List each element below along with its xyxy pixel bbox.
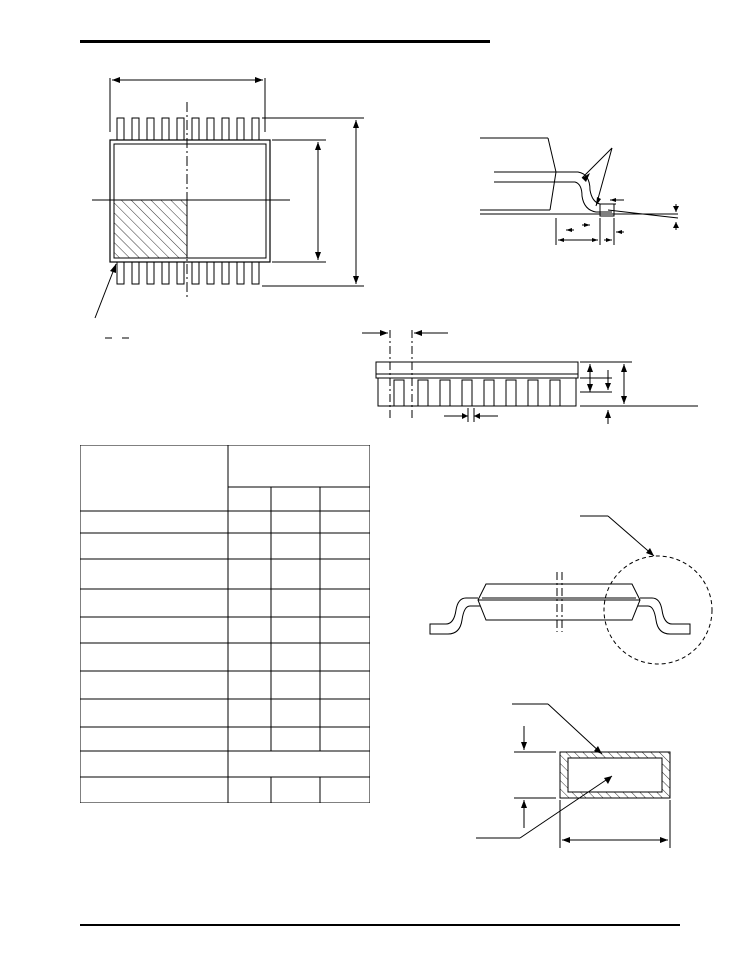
lead-cross-section xyxy=(476,703,671,848)
bottom-pin-row xyxy=(116,261,260,285)
pin1-quadrant-hatch xyxy=(113,199,188,259)
end-view xyxy=(429,515,713,665)
footer-rule xyxy=(80,924,680,926)
side-view-leads xyxy=(393,379,561,407)
header-rule xyxy=(80,40,490,43)
side-view xyxy=(362,330,698,424)
top-pin-row xyxy=(116,117,260,141)
lead-detail xyxy=(480,137,679,245)
top-view xyxy=(92,77,364,339)
dimension-table xyxy=(80,445,370,803)
